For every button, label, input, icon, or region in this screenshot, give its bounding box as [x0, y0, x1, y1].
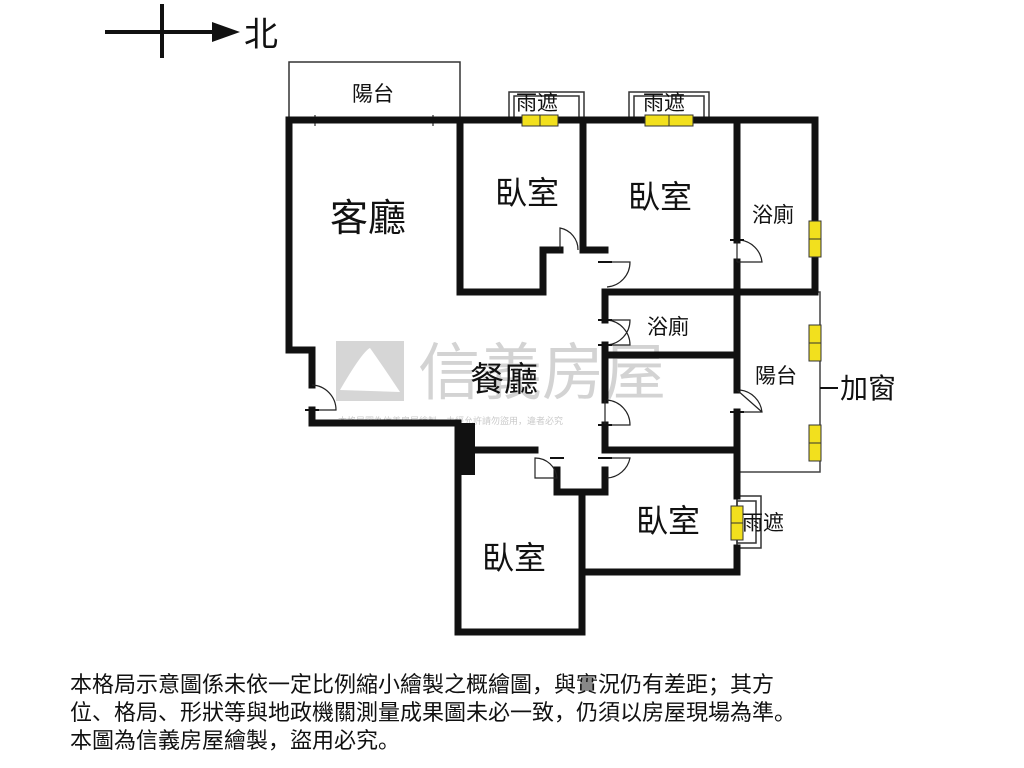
awning-label: 雨遮	[742, 511, 784, 535]
door-jambs	[305, 239, 744, 459]
disclaimer: 本格局示意圖係未依一定比例縮小繪製之概繪圖，與實況仍有差距；其方 位、格局、形狀…	[70, 672, 1010, 756]
compass-direction-label: 北	[244, 15, 278, 55]
compass-arrow-head	[212, 22, 240, 42]
disclaimer-line: 位、格局、形狀等與地政機關測量成果圖未必一致，仍須以房屋現場為準。	[70, 701, 797, 726]
room-label-bedroom-2: 臥室	[628, 178, 692, 216]
room-label-living-room: 客廳	[330, 196, 406, 240]
window-mullions	[539, 115, 821, 524]
compass: 北	[105, 4, 278, 58]
awning-label: 雨遮	[643, 91, 685, 115]
room-label-balcony-top: 陽台	[352, 82, 394, 106]
room-label-dining-room: 餐廳	[470, 360, 538, 400]
watermark-brand: 信義房屋	[418, 336, 666, 409]
room-label-bedroom-1: 臥室	[495, 174, 559, 212]
awning-label: 雨遮	[516, 91, 558, 115]
room-label-bedroom-3: 臥室	[636, 502, 700, 540]
room-label-bathroom-2: 浴廁	[647, 315, 689, 339]
structural-column	[455, 423, 475, 475]
extra-window-label: 加窗	[840, 372, 896, 405]
awning-boxes	[508, 91, 762, 549]
room-label-bathroom-1: 浴廁	[752, 203, 794, 227]
room-label-bedroom-4: 臥室	[482, 539, 546, 577]
floor-plan: 北 信義房屋 本格局圖為信義房屋繪製，未經允許請勿盜用，違者必究	[105, 4, 896, 636]
door-swings	[311, 227, 763, 479]
room-label-balcony-side: 陽台	[755, 364, 797, 388]
disclaimer-line: 本圖為信義房屋繪製，盜用必究。	[70, 729, 401, 754]
disclaimer-line: 本格局示意圖係未依一定比例縮小繪製之概繪圖，與實況仍有差距；其方	[70, 673, 775, 698]
